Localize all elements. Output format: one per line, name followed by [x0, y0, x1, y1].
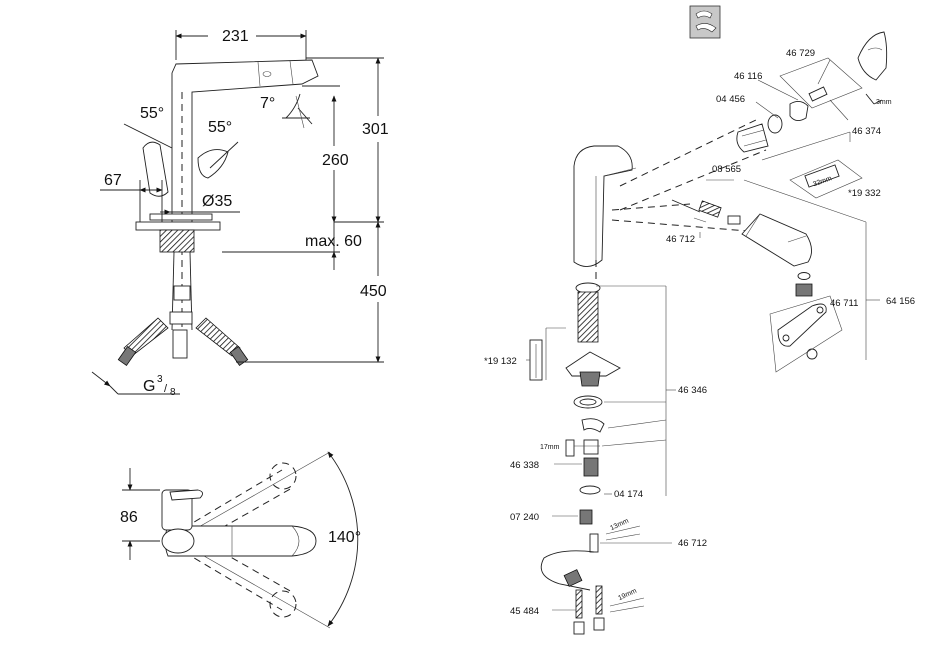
part-04456: 04 456 [716, 94, 745, 105]
part-46116: 46 116 [734, 71, 762, 82]
dim-width-231: 231 [222, 28, 249, 45]
part-46346: 46 346 [678, 385, 707, 396]
part-46712-bottom: 46 712 [678, 538, 707, 549]
dim-height-260: 260 [322, 152, 349, 169]
dim-angle-55-right: 55° [208, 119, 232, 136]
part-07240: 07 240 [510, 512, 539, 523]
dim-thread-g: G [143, 378, 155, 395]
part-46374: 46 374 [852, 126, 881, 137]
dim-thread-sub: 8 [170, 387, 176, 398]
part-19332: *19 332 [848, 188, 881, 199]
dim-angle-7: 7° [260, 95, 275, 112]
dim-angle-55-left: 55° [140, 105, 164, 122]
spray-head [672, 200, 826, 359]
dim-depth-86: 86 [120, 509, 138, 526]
exploded-view: 46 729 46 116 04 456 46 374 *19 332 08 5… [484, 6, 915, 634]
part-46712-top: 46 712 [666, 234, 695, 245]
mounting-assembly [530, 283, 644, 634]
handle-symbol-icon [690, 6, 720, 38]
part-46338: 46 338 [510, 460, 539, 471]
tool-label-3mm: 3mm [876, 99, 892, 106]
part-04174: 04 174 [614, 489, 643, 500]
tool-label-17mm: 17mm [540, 444, 560, 451]
dim-width-67: 67 [104, 172, 122, 189]
part-64156: 64 156 [886, 296, 915, 307]
part-45484: 45 484 [510, 606, 539, 617]
dim-thread-slash: / [164, 383, 168, 395]
dim-diameter-35: Ø35 [202, 193, 232, 210]
plan-view: 86 140° [120, 452, 361, 628]
dim-thread-sup: 3 [157, 374, 163, 385]
dim-height-301: 301 [362, 121, 389, 138]
part-08565: 08 565 [712, 164, 741, 175]
dim-height-450: 450 [360, 283, 387, 300]
part-46729: 46 729 [786, 48, 815, 59]
tool-label-13mm: 13mm [609, 518, 630, 533]
dim-max-60: max. 60 [305, 233, 362, 250]
dim-swivel-140: 140° [328, 529, 361, 546]
part-46711: 46 711 [830, 298, 858, 309]
front-elevation: 231 301 260 7° max. 60 450 55° 55° 67 [92, 28, 389, 398]
part-19132: *19 132 [484, 356, 517, 367]
